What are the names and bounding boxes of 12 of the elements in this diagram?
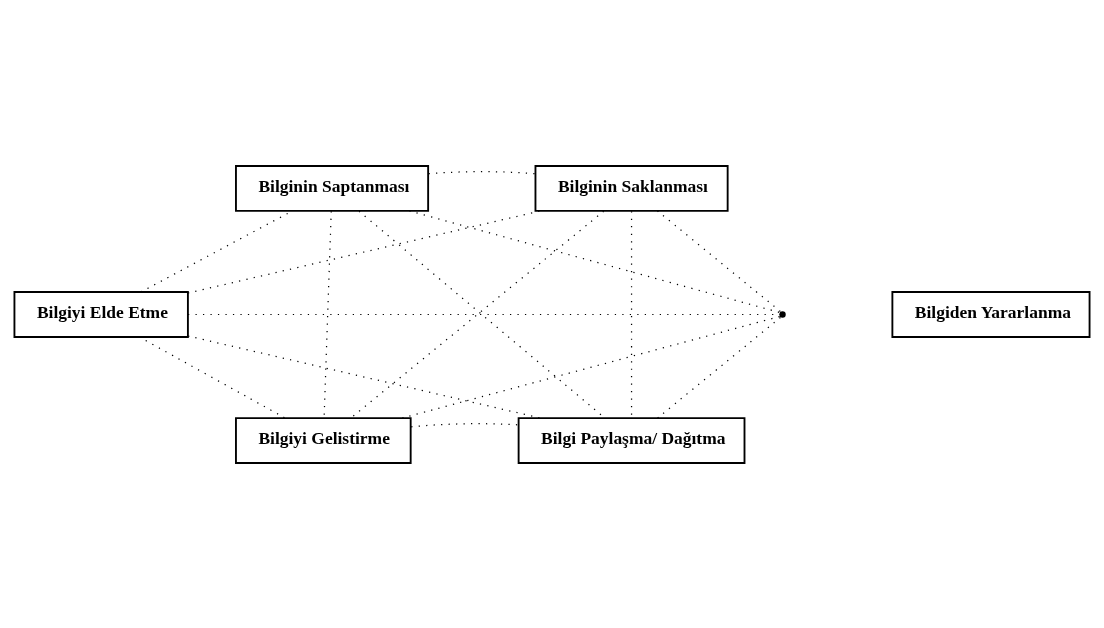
connector [401,315,782,419]
node-box: Bilgiden Yararlanma [891,290,1091,338]
connector [656,209,782,313]
node-box: Bilgiyi Gelistirme [235,416,412,464]
node-box: Bilginin Saptanması [235,164,430,212]
node-box: Bilgiyi Elde Etme [13,290,189,338]
node-box: Bilginin Saklanması [534,164,729,212]
node-point [779,310,786,318]
connector [187,209,541,294]
connector [187,334,541,419]
connector [408,209,782,313]
node-box: Bilgi Paylaşma/ Dağıtma [517,416,746,464]
